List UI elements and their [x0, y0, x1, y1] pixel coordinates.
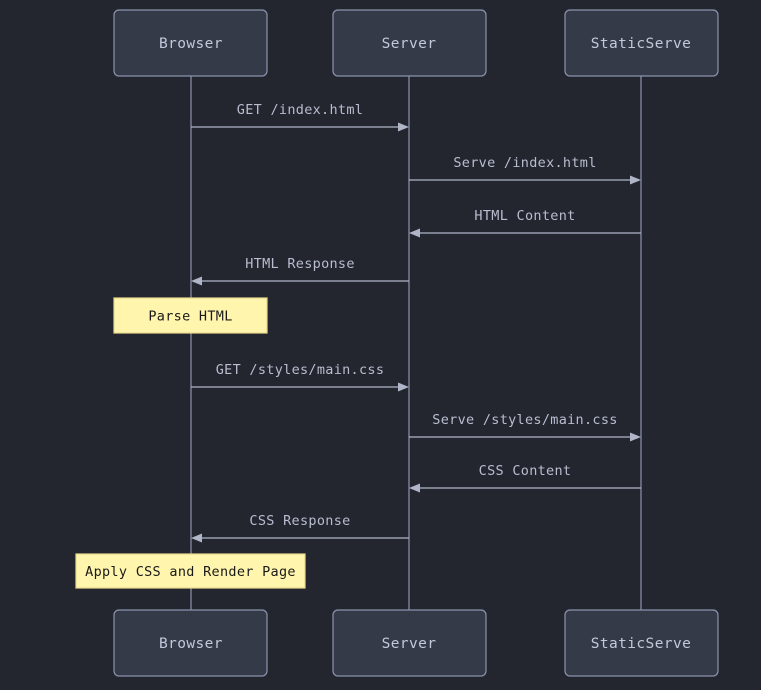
message-label-2: Serve /index.html [453, 155, 596, 171]
lifelines-group [190, 76, 642, 610]
actor-label-staticserve-top: StaticServe [591, 36, 691, 52]
actor-label-server-top: Server [382, 36, 437, 52]
note-label-2: Apply CSS and Render Page [85, 564, 296, 580]
actor-staticserve-top[interactable]: StaticServe [564, 9, 719, 77]
message-arrowhead-8 [191, 533, 202, 543]
message-arrowhead-1 [398, 122, 409, 132]
actor-box-browser-bottom[interactable] [113, 609, 268, 677]
message-arrowhead-2 [630, 175, 641, 185]
message-4-left[interactable]: HTML Response [191, 256, 409, 286]
message-label-3: HTML Content [474, 208, 575, 224]
message-6-right[interactable]: Serve /styles/main.css [409, 412, 641, 442]
actor-box-staticserve-bottom[interactable] [564, 609, 719, 677]
message-8-left[interactable]: CSS Response [191, 513, 409, 543]
message-arrowhead-5 [398, 382, 409, 392]
message-1-right[interactable]: GET /index.html [191, 102, 409, 132]
actors-top-group: Browser Server StaticServe [113, 9, 719, 77]
actor-box-staticserve-top[interactable] [564, 9, 719, 77]
note-2[interactable]: Apply CSS and Render Page [75, 553, 306, 589]
actor-label-browser-bottom: Browser [159, 636, 223, 652]
message-label-7: CSS Content [479, 463, 572, 479]
actor-label-staticserve-bottom: StaticServe [591, 636, 691, 652]
actor-server-bottom[interactable]: Server [332, 609, 487, 677]
actor-box-server-bottom[interactable] [332, 609, 487, 677]
actor-staticserve-bottom[interactable]: StaticServe [564, 609, 719, 677]
actor-box-server-top[interactable] [332, 9, 487, 77]
note-box-1[interactable] [113, 297, 268, 334]
note-1[interactable]: Parse HTML [113, 297, 268, 334]
message-3-left[interactable]: HTML Content [409, 208, 641, 238]
note-label-1: Parse HTML [148, 309, 232, 325]
message-label-5: GET /styles/main.css [216, 362, 385, 378]
message-arrowhead-6 [630, 432, 641, 442]
message-label-8: CSS Response [249, 513, 350, 529]
message-arrowhead-7 [409, 483, 420, 493]
actor-label-server-bottom: Server [382, 636, 437, 652]
message-5-right[interactable]: GET /styles/main.css [191, 362, 409, 392]
message-label-1: GET /index.html [237, 102, 363, 118]
actor-label-browser-top: Browser [159, 36, 223, 52]
message-2-right[interactable]: Serve /index.html [409, 155, 641, 185]
actor-browser-bottom[interactable]: Browser [113, 609, 268, 677]
message-arrowhead-4 [191, 276, 202, 286]
notes-group: Parse HTML Apply CSS and Render Page [75, 297, 306, 589]
message-label-4: HTML Response [245, 256, 355, 272]
message-arrowhead-3 [409, 228, 420, 238]
actors-bottom-group: Browser Server StaticServe [113, 609, 719, 677]
message-7-left[interactable]: CSS Content [409, 463, 641, 493]
actor-box-browser-top[interactable] [113, 9, 268, 77]
actor-server-top[interactable]: Server [332, 9, 487, 77]
message-label-6: Serve /styles/main.css [432, 412, 617, 428]
note-box-2[interactable] [75, 553, 306, 589]
actor-browser-top[interactable]: Browser [113, 9, 268, 77]
